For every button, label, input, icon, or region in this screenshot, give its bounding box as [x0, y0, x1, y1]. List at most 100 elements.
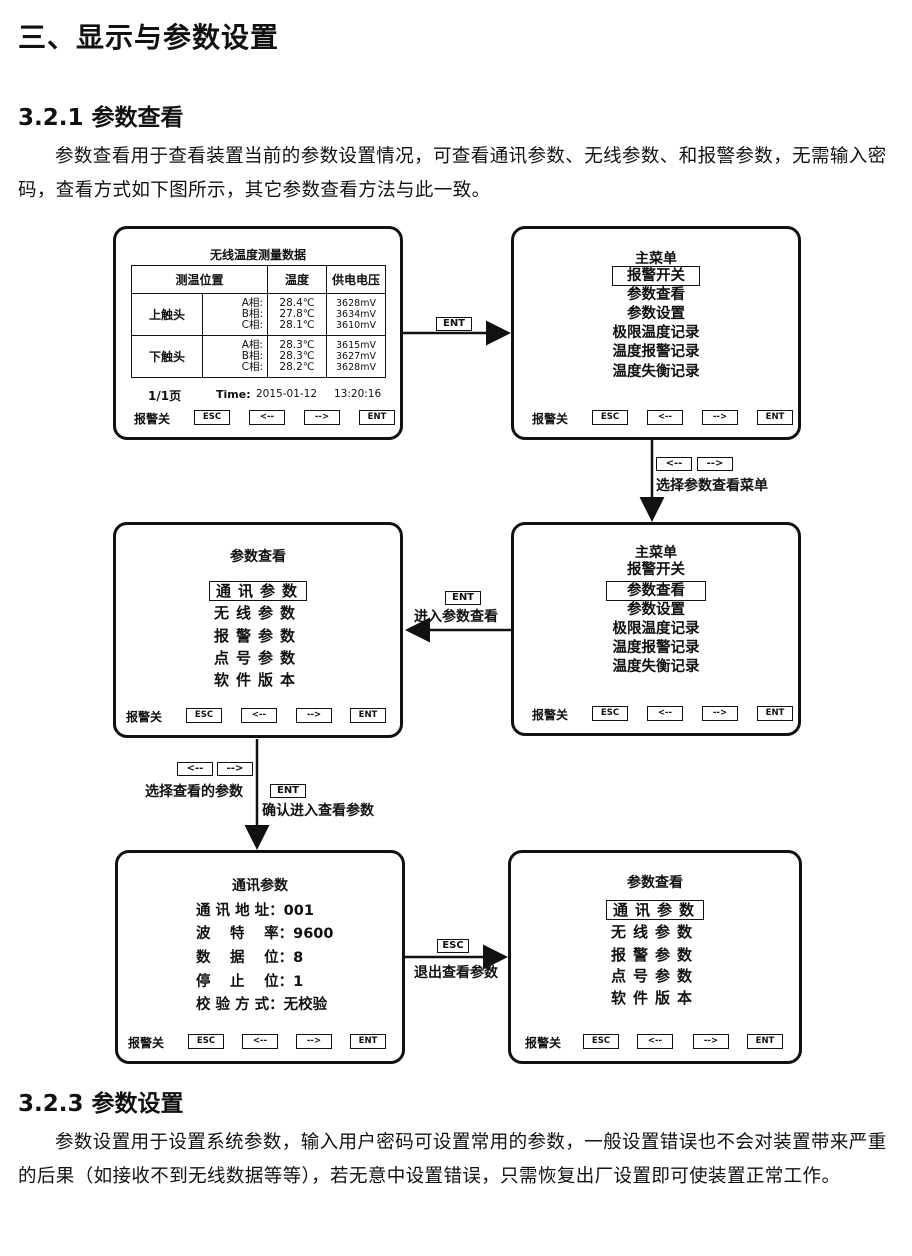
menu-item-alarm-params[interactable]: 报警参数 — [213, 627, 302, 645]
arrow2-left-key: <-- — [656, 457, 692, 471]
ent-button[interactable]: ENT — [747, 1034, 783, 1049]
ent-button[interactable]: ENT — [757, 410, 793, 425]
menu-item-alarm-switch[interactable]: 报警开关 — [627, 562, 685, 578]
arrow4-left-key: <-- — [177, 762, 213, 776]
screen-main-menu-1: 主菜单 报警开关 参数查看 参数设置 极限温度记录 温度报警记录 温度失衡记录 … — [511, 226, 801, 440]
section-title: 三、显示与参数设置 — [18, 21, 280, 54]
menu-item-wireless-params[interactable]: 无线参数 — [610, 923, 699, 941]
right-button[interactable]: --> — [702, 706, 738, 721]
menu-item-param-set[interactable]: 参数设置 — [627, 602, 685, 618]
menu-item-comm-params[interactable]: 通讯参数 — [511, 900, 799, 921]
left-button[interactable]: <-- — [242, 1034, 278, 1049]
ent-button[interactable]: ENT — [350, 1034, 386, 1049]
phase-label: C相: — [241, 319, 263, 331]
left-button[interactable]: <-- — [249, 410, 285, 425]
menu-item-point-params[interactable]: 点号参数 — [213, 649, 302, 667]
voltage-value: 3627mV — [336, 351, 376, 362]
alarm-off-label: 报警关 — [532, 708, 569, 722]
data-bits-value: 8 — [293, 950, 304, 966]
comm-address-label: 通 讯 地 址： — [196, 903, 284, 919]
menu-item-temp-alarm[interactable]: 温度报警记录 — [612, 344, 700, 360]
menu-item-temp-alarm[interactable]: 温度报警记录 — [612, 640, 700, 656]
screen6-footer: 报警关 ESC <-- --> ENT — [511, 1033, 799, 1051]
data-bits-label: 数 据 位： — [196, 950, 294, 966]
menu-item-temp-imbalance[interactable]: 温度失衡记录 — [612, 659, 700, 675]
menu-item-param-view[interactable]: 参数查看 — [514, 581, 798, 602]
menu-item-param-set[interactable]: 参数设置 — [627, 306, 685, 322]
voltage-value: 3610mV — [336, 320, 376, 331]
voltage-value: 3634mV — [336, 309, 376, 320]
comm-address-value: 001 — [283, 903, 314, 919]
esc-button[interactable]: ESC — [583, 1034, 619, 1049]
menu-item-software-version[interactable]: 软件版本 — [213, 671, 302, 689]
arrow4-ent-key: ENT — [270, 784, 306, 798]
table-row: 下触头 A相: B相: C相: 28.3℃ 28.3℃ 28.2℃ 3615mV… — [131, 335, 387, 378]
menu-item-wireless-params[interactable]: 无线参数 — [213, 604, 302, 622]
arrow1-ent-key: ENT — [436, 317, 472, 331]
arrow4-right-key: --> — [217, 762, 253, 776]
voltage-value: 3628mV — [336, 362, 376, 373]
left-button[interactable]: <-- — [637, 1034, 673, 1049]
phase-label: A相: — [241, 297, 263, 309]
right-button[interactable]: --> — [296, 708, 332, 723]
stop-bits-row: 停 止 位：1 — [196, 971, 303, 995]
right-button[interactable]: --> — [702, 410, 738, 425]
menu-item-point-params[interactable]: 点号参数 — [610, 967, 699, 985]
baud-rate-value: 9600 — [293, 926, 334, 942]
voltage-value: 3615mV — [336, 340, 376, 351]
menu-item-temp-imbalance[interactable]: 温度失衡记录 — [612, 364, 700, 380]
screen6-title: 参数查看 — [627, 875, 683, 891]
esc-button[interactable]: ESC — [194, 410, 230, 425]
esc-button[interactable]: ESC — [592, 410, 628, 425]
screen3-footer: 报警关 ESC <-- --> ENT — [514, 705, 798, 723]
menu-item-limit-temp[interactable]: 极限温度记录 — [612, 621, 700, 637]
esc-button[interactable]: ESC — [188, 1034, 224, 1049]
comm-address-row: 通 讯 地 址：001 — [196, 900, 314, 924]
screen-temperature-data: 无线温度测量数据 测温位置 温度 供电电压 上触头 A相: B相: C相: 28… — [113, 226, 403, 440]
alarm-off-label: 报警关 — [532, 412, 569, 426]
menu-item-param-view[interactable]: 参数查看 — [627, 287, 685, 303]
esc-button[interactable]: ESC — [592, 706, 628, 721]
screen1-title: 无线温度测量数据 — [209, 248, 306, 262]
th-temp: 温度 — [266, 265, 327, 294]
right-button[interactable]: --> — [296, 1034, 332, 1049]
alarm-off-label: 报警关 — [134, 412, 171, 426]
baud-rate-row: 波 特 率：9600 — [196, 923, 333, 947]
temp-value: 28.3℃ — [279, 350, 315, 362]
heading-3-2-3: 3.2.3 参数设置 — [18, 1091, 184, 1117]
temp-value: 28.4℃ — [279, 297, 315, 309]
phase-label: C相: — [241, 361, 263, 373]
left-button[interactable]: <-- — [647, 706, 683, 721]
baud-rate-label: 波 特 率： — [196, 926, 294, 942]
right-button[interactable]: --> — [693, 1034, 729, 1049]
left-button[interactable]: <-- — [241, 708, 277, 723]
arrow3-ent-key: ENT — [445, 591, 481, 605]
arrow2-label: 选择参数查看菜单 — [656, 478, 768, 494]
ent-button[interactable]: ENT — [757, 706, 793, 721]
arrow4-label2: 确认进入查看参数 — [262, 803, 374, 819]
right-button[interactable]: --> — [304, 410, 340, 425]
stop-bits-label: 停 止 位： — [196, 974, 294, 990]
esc-button[interactable]: ESC — [186, 708, 222, 723]
left-button[interactable]: <-- — [647, 410, 683, 425]
parity-value: 无校验 — [283, 997, 328, 1013]
screen2-title: 主菜单 — [635, 251, 677, 267]
paragraph-3-2-1: 参数查看用于查看装置当前的参数设置情况，可查看通讯参数、无线参数、和报警参数，无… — [18, 146, 887, 201]
menu-item-limit-temp[interactable]: 极限温度记录 — [612, 325, 700, 341]
stop-bits-value: 1 — [293, 974, 304, 990]
phase-label: B相: — [241, 308, 263, 320]
th-voltage: 供电电压 — [325, 265, 387, 294]
menu-item-alarm-params[interactable]: 报警参数 — [610, 946, 699, 964]
ent-button[interactable]: ENT — [359, 410, 395, 425]
temp-value: 28.1℃ — [279, 319, 315, 331]
phase-label: A相: — [241, 339, 263, 351]
screen4-title: 参数查看 — [230, 549, 286, 565]
menu-item-software-version[interactable]: 软件版本 — [610, 989, 699, 1007]
screen-param-view-1: 参数查看 通讯参数 无线参数 报警参数 点号参数 软件版本 报警关 ESC <-… — [113, 522, 403, 738]
menu-item-comm-params[interactable]: 通讯参数 — [116, 581, 400, 602]
ent-button[interactable]: ENT — [350, 708, 386, 723]
parity-row: 校 验 方 式：无校验 — [196, 994, 327, 1018]
screen5-footer: 报警关 ESC <-- --> ENT — [118, 1033, 402, 1051]
menu-item-alarm-switch[interactable]: 报警开关 — [514, 266, 798, 287]
